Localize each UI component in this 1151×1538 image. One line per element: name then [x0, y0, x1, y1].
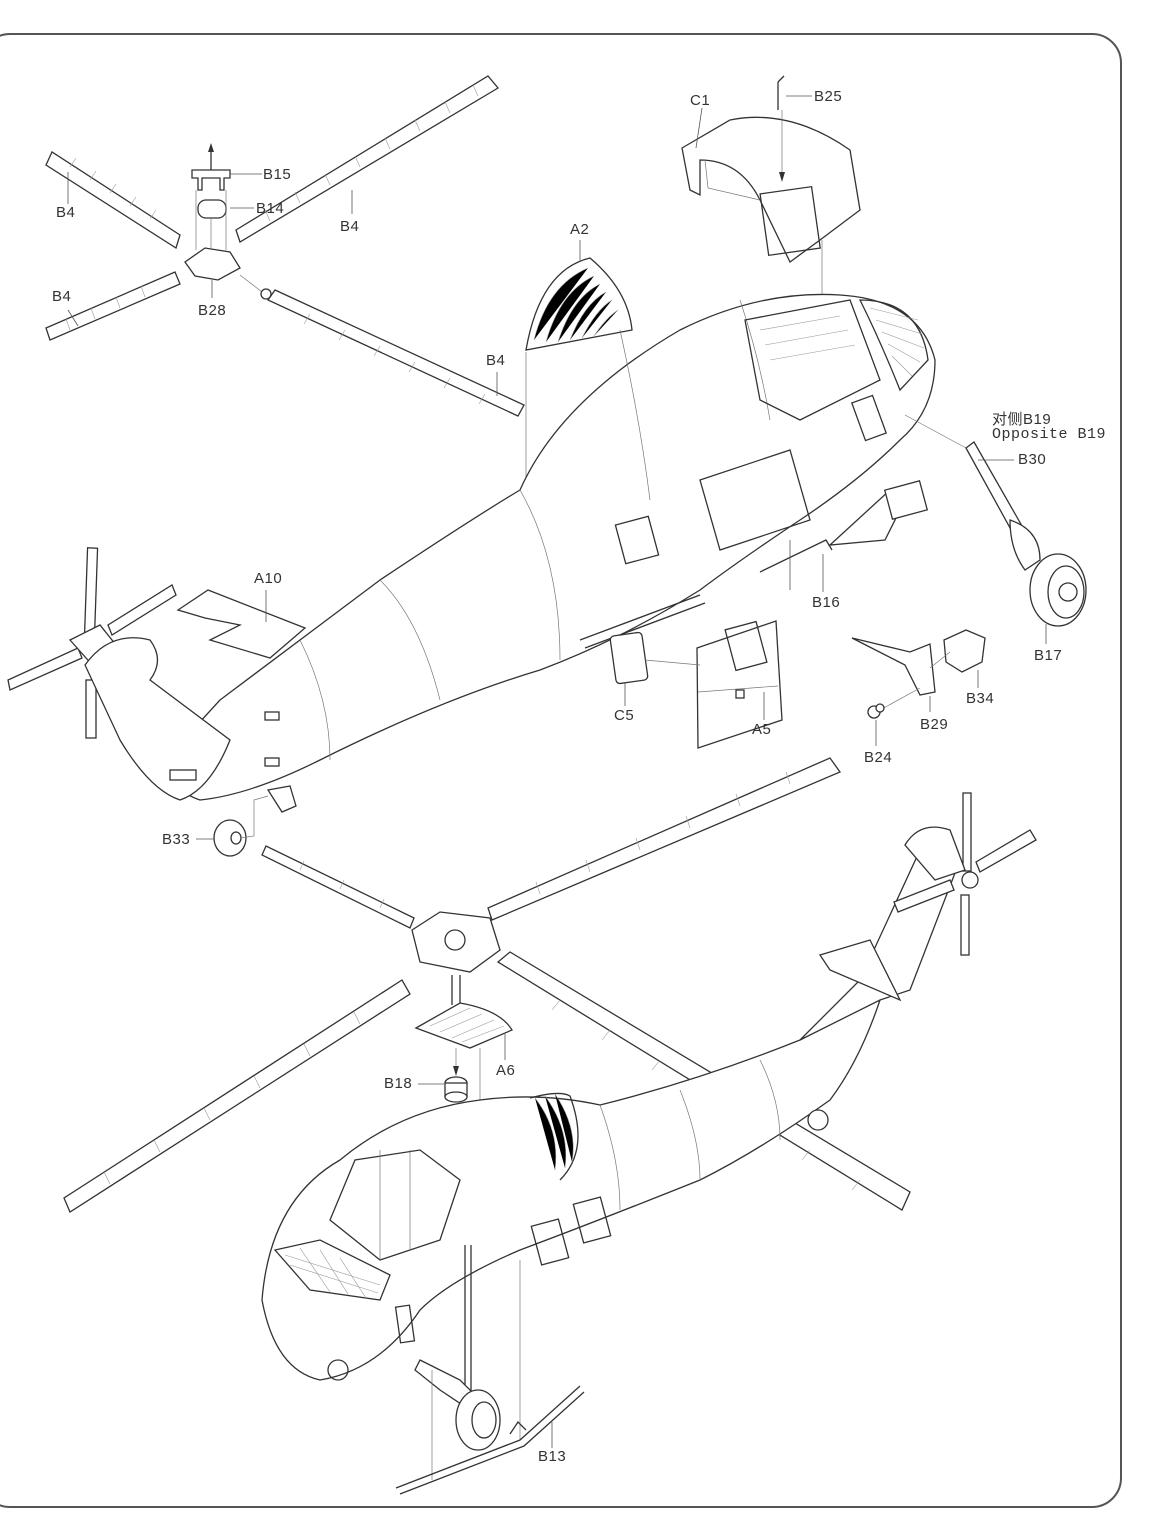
label-b4-top-left: B4 — [56, 204, 76, 221]
label-a2: A2 — [570, 221, 590, 238]
rotor-blade-b4-upper-right — [235, 75, 499, 243]
rotor-hub-cap-b15 — [191, 169, 231, 191]
label-b15: B15 — [263, 166, 292, 183]
label-opposite-b19-cn: 对侧B19 — [992, 411, 1052, 428]
step-bracket-b29 — [851, 637, 936, 711]
cabin-door-a5 — [696, 620, 783, 749]
label-a10: A10 — [254, 570, 283, 587]
label-opposite-b19-en: Opposite B19 — [992, 426, 1107, 443]
label-a5: A5 — [752, 721, 772, 738]
mast-base-grille-a6 — [414, 1002, 513, 1154]
fuselage-upper-view — [164, 293, 936, 801]
lower-landing-gear — [414, 1245, 521, 1480]
lower-blade-lower-left — [63, 979, 411, 1213]
rotor-blade-b4-upper-left — [45, 151, 181, 250]
rotor-hub-plate-b14 — [197, 199, 227, 219]
label-b4-mid-left: B4 — [52, 288, 72, 305]
rotor-blade-b4-lower-left — [45, 271, 181, 341]
label-b30: B30 — [1018, 451, 1047, 468]
main-landing-gear — [904, 414, 1087, 627]
label-a6: A6 — [496, 1062, 516, 1079]
mast-collar-b18 — [444, 1048, 468, 1103]
lower-blade-upper-right — [487, 757, 841, 921]
rotor-blade-b4-lower-right — [267, 289, 525, 417]
tail-rotor-upper — [7, 547, 231, 801]
hook-b24 — [867, 703, 885, 719]
label-b13: B13 — [538, 1448, 567, 1465]
label-b4-top-right: B4 — [340, 218, 360, 235]
fuselage-assembled-view — [261, 792, 1037, 1381]
lower-blade-upper-left — [261, 845, 415, 929]
label-b34: B34 — [966, 690, 995, 707]
label-b14: B14 — [256, 200, 285, 217]
label-b4-mid-right: B4 — [486, 352, 506, 369]
horizontal-stabilizer-a10 — [176, 589, 307, 659]
label-b18: B18 — [384, 1075, 413, 1092]
canopy-c1 — [681, 75, 861, 392]
label-b29: B29 — [920, 716, 949, 733]
label-c1: C1 — [690, 92, 711, 109]
label-b24: B24 — [864, 749, 893, 766]
label-c5: C5 — [614, 707, 635, 724]
rotor-assembly-exploded — [45, 75, 525, 417]
label-b33: B33 — [162, 831, 191, 848]
label-b16: B16 — [812, 594, 841, 611]
boarding-step-rail-b13 — [395, 1385, 585, 1495]
label-b25: B25 — [814, 88, 843, 105]
label-b28: B28 — [198, 302, 227, 319]
page-frame — [0, 33, 1122, 1508]
step-box-b34 — [929, 629, 986, 673]
door-window-c5 — [609, 631, 649, 685]
rotor-head-b28 — [184, 247, 241, 281]
engine-cowling-a2 — [523, 257, 633, 492]
door-rail-b16 — [759, 480, 929, 590]
tail-wheel-b33 — [213, 785, 297, 857]
label-b17: B17 — [1034, 647, 1063, 664]
